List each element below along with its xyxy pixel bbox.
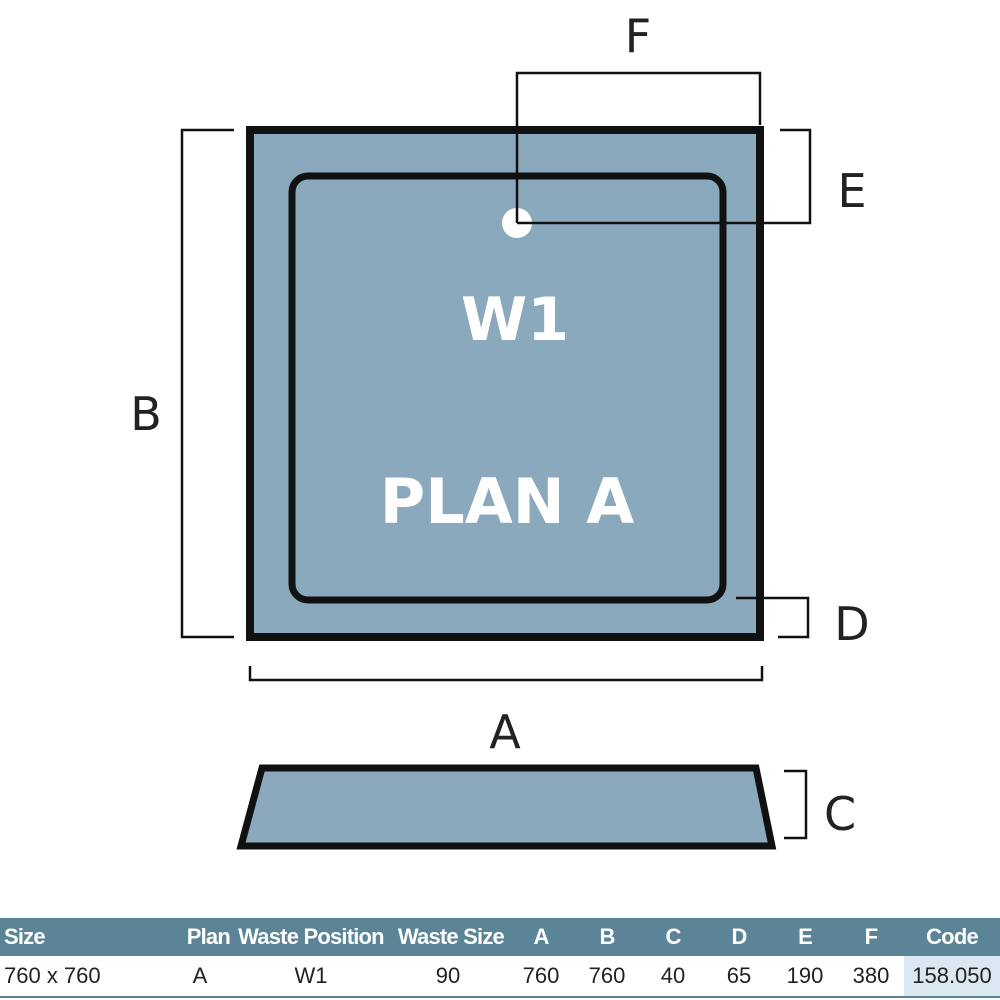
cell-f: 380: [838, 956, 904, 998]
header-b: B: [574, 918, 640, 956]
header-a: A: [508, 918, 574, 956]
cell-size: 760 x 760: [0, 956, 166, 998]
dimension-b-bracket: [180, 128, 234, 639]
header-waste-position: Waste Position: [234, 918, 388, 956]
cell-waste-size: 90: [388, 956, 508, 998]
dimension-a-label: A: [489, 705, 521, 759]
dimension-f-bracket: [515, 71, 762, 223]
plan-label: PLAN A: [380, 465, 634, 538]
table-row: 760 x 760 A W1 90 760 760 40 65 190 380 …: [0, 956, 1000, 998]
header-d: D: [706, 918, 772, 956]
dimension-c-label: C: [824, 787, 856, 841]
dimension-a-bracket: [248, 666, 764, 682]
tray-outer-outline: [246, 126, 764, 641]
dimension-d-bracket: [736, 596, 810, 639]
dimension-e-bracket: [517, 128, 812, 225]
spec-table: Size Plan Waste Position Waste Size A B …: [0, 918, 1000, 998]
cell-e: 190: [772, 956, 838, 998]
dimension-c-bracket: [784, 769, 808, 840]
cell-plan: A: [166, 956, 234, 998]
waste-position-label: W1: [461, 285, 569, 355]
dimension-d-label: D: [834, 597, 869, 651]
cell-code: 158.050: [904, 956, 1000, 998]
cell-waste-position: W1: [234, 956, 388, 998]
header-f: F: [838, 918, 904, 956]
dimension-e-label: E: [837, 164, 866, 218]
shower-tray-diagram: F E B D A C W1 PLAN A: [130, 9, 870, 850]
header-waste-size: Waste Size: [388, 918, 508, 956]
dimension-f-label: F: [625, 9, 651, 63]
header-code: Code: [904, 918, 1000, 956]
cell-a: 760: [508, 956, 574, 998]
table-header-row: Size Plan Waste Position Waste Size A B …: [0, 918, 1000, 956]
dimension-b-label: B: [130, 387, 162, 441]
header-c: C: [640, 918, 706, 956]
tray-side-profile: [236, 764, 777, 850]
cell-d: 65: [706, 956, 772, 998]
header-e: E: [772, 918, 838, 956]
header-plan: Plan: [166, 918, 234, 956]
header-size: Size: [0, 918, 166, 956]
cell-b: 760: [574, 956, 640, 998]
cell-c: 40: [640, 956, 706, 998]
tray-inner-basin: [288, 172, 727, 604]
